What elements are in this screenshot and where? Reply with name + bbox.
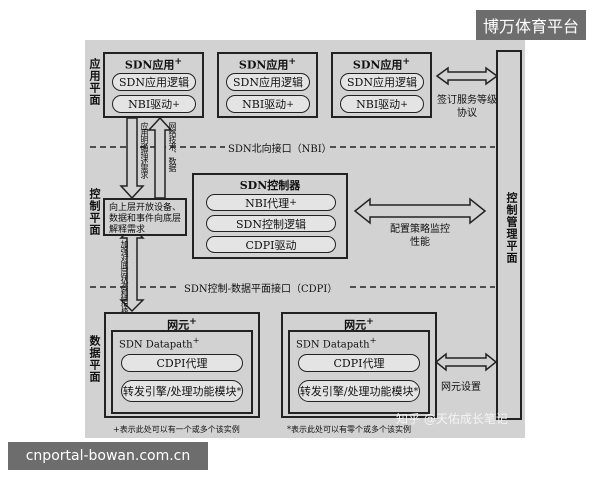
nbi-driver-pill: NBI驱动+ [112, 95, 196, 113]
network-element-title: 网元+ [167, 316, 197, 332]
top-right-watermark: 博万体育平台 [476, 10, 586, 40]
sdn-controller-box: SDN控制器 NBI代理+ SDN控制逻辑 CDPI驱动 [192, 173, 348, 259]
sdn-app-logic-pill: SDN应用逻辑 [340, 73, 424, 91]
cdpi-driver-pill: CDPI驱动 [206, 236, 336, 253]
sdn-datapath-box: SDN Datapath+ CDPI代理 转发引擎/处理功能模块* [288, 330, 430, 414]
network-element-box-1: 网元+ SDN Datapath+ CDPI代理 转发引擎/处理功能模块* [104, 312, 260, 418]
nbi-driver-pill: NBI驱动+ [340, 95, 424, 113]
sla-double-arrow [435, 66, 499, 86]
sdn-datapath-title: SDN Datapath+ [296, 335, 377, 351]
sdn-app-box-3: SDN应用+ SDN应用逻辑 NBI驱动+ [331, 52, 432, 118]
ne-setup-label: 网元设置 [441, 382, 481, 393]
app-to-control-arrow [119, 117, 145, 200]
management-plane-label: 控制管理平面 [505, 192, 518, 264]
nbi-agent-pill: NBI代理+ [206, 194, 336, 211]
sdn-control-logic-pill: SDN控制逻辑 [206, 215, 336, 232]
nbi-interface-label: SDN北向接口（NBI） [228, 144, 332, 155]
sdn-app-title: SDN应用+ [238, 56, 297, 72]
nbi-driver-pill: NBI驱动+ [226, 95, 310, 113]
sdn-app-logic-pill: SDN应用逻辑 [112, 73, 196, 91]
sdn-app-logic-pill: SDN应用逻辑 [226, 73, 310, 91]
cdpi-interface-label: SDN控制-数据平面接口（CDPI） [184, 284, 338, 295]
sdn-datapath-title: SDN Datapath+ [119, 335, 200, 351]
sdn-app-title: SDN应用+ [124, 56, 183, 72]
controller-title: SDN控制器 [239, 179, 301, 192]
data-plane-label: 数据平面 [88, 335, 101, 383]
sdn-app-box-1: SDN应用+ SDN应用逻辑 NBI驱动+ [103, 52, 204, 118]
control-to-app-arrow [147, 116, 173, 199]
expose-text-box: 向上层开放设备、数据和事件向底层解释需求 [103, 198, 187, 236]
cdpi-agent-pill: CDPI代理 [298, 354, 420, 372]
footnote-star: *表示此处可以有零个或多个该实例 [287, 425, 411, 434]
network-element-title: 网元+ [344, 316, 374, 332]
sla-label: 签订服务等级协议 [437, 95, 497, 119]
zhihu-watermark: 知乎 @天佑成长笔记 [396, 412, 508, 426]
forwarding-engine-pill: 转发引擎/处理功能模块* [298, 380, 420, 402]
policy-double-arrow [353, 197, 487, 225]
policy-label: 配置策略监控性能 [390, 224, 450, 248]
network-element-box-2: 网元+ SDN Datapath+ CDPI代理 转发引擎/处理功能模块* [281, 312, 437, 418]
sdn-app-title: SDN应用+ [352, 56, 411, 72]
enforce-text: 加强对底层状态和错误的发现能力 [120, 240, 129, 345]
forwarding-engine-pill: 转发引擎/处理功能模块* [121, 380, 243, 402]
sdn-datapath-box: SDN Datapath+ CDPI代理 转发引擎/处理功能模块* [111, 330, 253, 414]
footnote-plus: +表示此处可以有一个或多个该实例 [113, 425, 240, 434]
control-plane-label: 控制平面 [88, 188, 101, 236]
bottom-left-watermark: cnportal-bowan.com.cn [8, 442, 208, 470]
application-plane-label: 应用平面 [88, 58, 101, 106]
cdpi-agent-pill: CDPI代理 [121, 354, 243, 372]
sdn-app-box-2: SDN应用+ SDN应用逻辑 NBI驱动+ [217, 52, 318, 118]
management-plane-bar: 控制管理平面 [496, 50, 522, 420]
app-requirements-text: 应用明确描述需求 [140, 122, 149, 178]
ne-setup-double-arrow [434, 352, 498, 372]
network-state-text: 网络技术、数据 [168, 122, 177, 171]
